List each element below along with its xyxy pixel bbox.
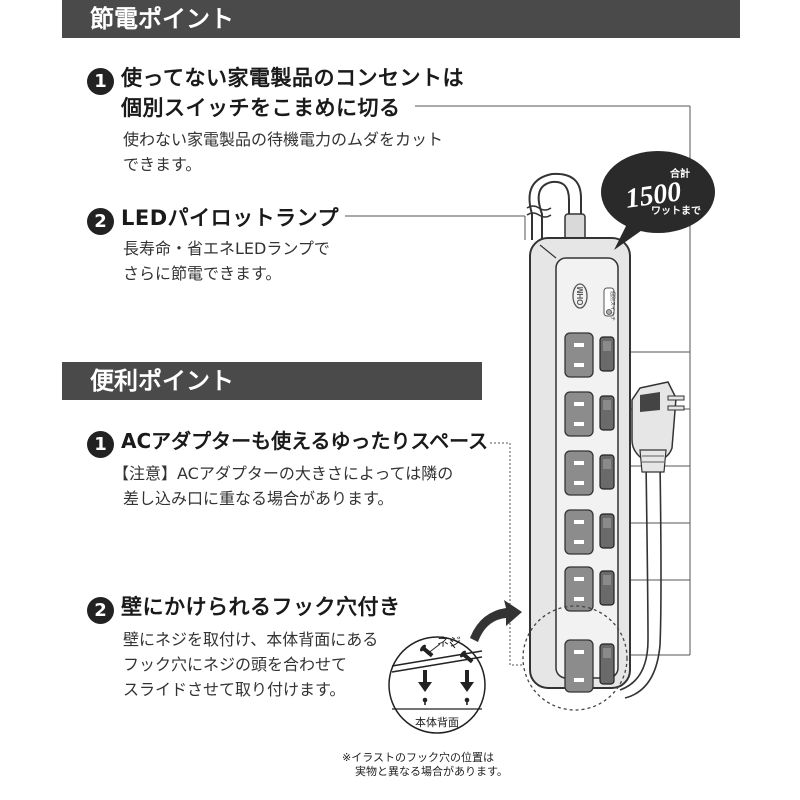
item-body-line: スライドさせて取り付けます。 <box>123 680 346 699</box>
item-heading-line: 個別スイッチをこまめに切る <box>121 96 401 120</box>
item-heading-line: ACアダプターも使えるゆったりスペース <box>121 429 489 453</box>
section-title: 便利ポイント <box>90 367 234 395</box>
screw-icon <box>420 644 434 658</box>
number-badge: 2 <box>87 208 114 235</box>
section-header-convenience: 便利ポイント <box>62 362 482 400</box>
item-heading-line: 使ってない家電製品のコンセントは <box>121 66 464 90</box>
screw-icon <box>460 650 474 664</box>
outlets-group <box>564 332 615 693</box>
item-body-line: フック穴にネジの頭を合わせて <box>123 655 348 674</box>
section-title: 節電ポイント <box>90 5 234 33</box>
footnote-line: ※イラストのフック穴の位置は <box>342 751 494 764</box>
item-body-line: 使わない家電製品の待機電力のムダをカット <box>123 130 444 149</box>
switch-label: 個別スイッチ <box>609 291 616 321</box>
individual-switch[interactable] <box>599 454 615 490</box>
bubble-unit-text: ワットまで <box>651 205 701 217</box>
arrow-down-icon <box>460 670 474 692</box>
arrow-down-icon <box>418 670 432 692</box>
outlet[interactable] <box>564 450 594 496</box>
brand-logo: OHM <box>572 283 588 309</box>
outlet[interactable] <box>564 391 594 437</box>
ac-adapter-plug <box>619 381 685 699</box>
wattage-bubble: 合計 1500 ワットまで <box>601 151 715 250</box>
item-body-line: さらに節電できます。 <box>123 264 282 283</box>
bubble-top-text: 合計 <box>669 167 690 180</box>
individual-switch[interactable] <box>599 336 615 372</box>
individual-switch[interactable] <box>599 643 615 685</box>
footnote-line: 実物と異なる場合があります。 <box>355 765 508 778</box>
number-badge: 2 <box>87 597 114 624</box>
outlet[interactable] <box>564 332 594 378</box>
item-body-line: 長寿命・省エネLEDランプで <box>123 239 330 258</box>
section-header-saving: 節電ポイント <box>62 0 740 38</box>
individual-switch[interactable] <box>599 395 615 431</box>
bubble-number: 1500 <box>623 176 683 214</box>
number-badge: 1 <box>87 68 114 95</box>
hook-inset-diagram: ネジ 本体背面 <box>388 635 486 734</box>
individual-switch[interactable] <box>599 570 615 606</box>
cord-top <box>528 172 582 240</box>
hook-hole-highlight <box>522 605 628 711</box>
led-lamp <box>606 309 612 315</box>
item-body-line: できます。 <box>123 155 202 174</box>
number-badge: 1 <box>87 431 114 458</box>
cord-bushing <box>564 213 586 241</box>
screw-label: ネジ <box>437 635 461 649</box>
item-body-line: 壁にネジを取付け、本体背面にある <box>123 630 379 649</box>
item-body-line: 【注意】ACアダプターの大きさによっては隣の <box>113 464 454 483</box>
outlet[interactable] <box>564 639 594 693</box>
curved-arrow-icon <box>470 600 522 642</box>
back-label: 本体背面 <box>415 715 459 729</box>
outlet[interactable] <box>564 566 594 612</box>
item-body-line: 差し込み口に重なる場合があります。 <box>123 489 394 508</box>
item-heading-line: LEDパイロットランプ <box>121 206 340 230</box>
item-heading-line: 壁にかけられるフック穴付き <box>121 595 401 619</box>
brand-logo-text: OHM <box>576 286 585 305</box>
individual-switch[interactable] <box>599 513 615 549</box>
outlet[interactable] <box>564 509 594 555</box>
